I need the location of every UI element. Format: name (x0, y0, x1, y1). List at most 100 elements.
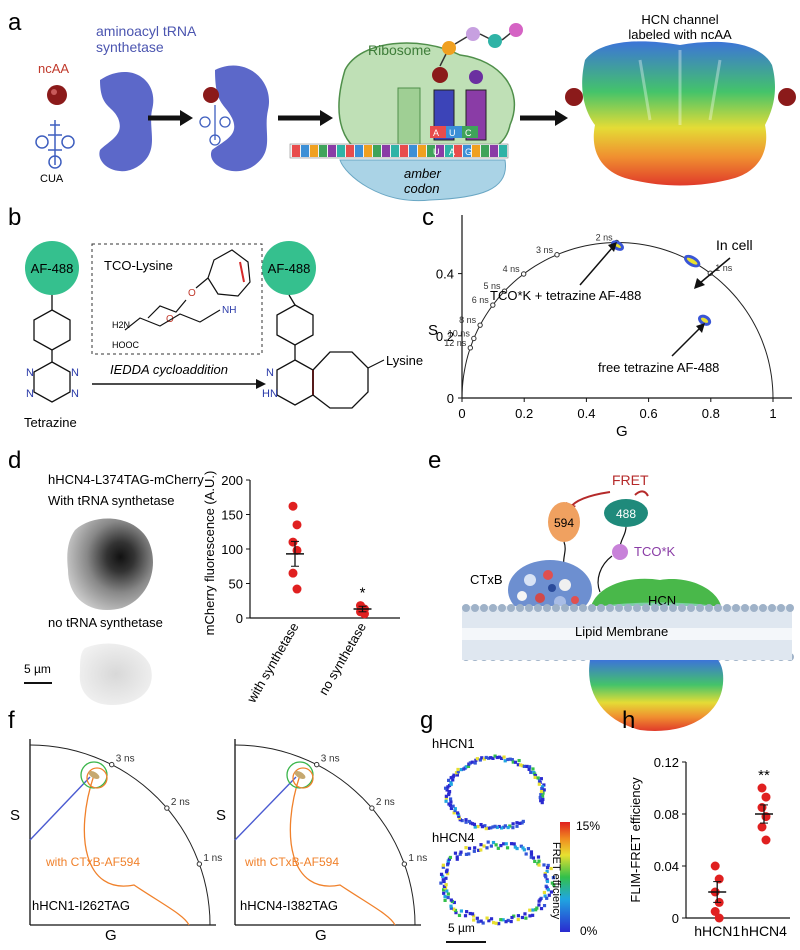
ncaa-bead-bound (203, 87, 219, 103)
tetrazine-ring (33, 361, 71, 403)
trna-slot-e (397, 87, 421, 149)
fret-pixel (479, 848, 483, 852)
significance-mark: ** (758, 767, 770, 784)
c-x-tick-label: 0.2 (515, 406, 533, 421)
dye-488 (604, 499, 648, 527)
fret-pixel (527, 767, 531, 771)
c-x-tick-label: 0.4 (577, 406, 595, 421)
fret-pixel (491, 756, 495, 760)
c-y-tick-label: 0.2 (436, 329, 454, 344)
universal-circle-arc (234, 744, 416, 926)
nucleotide (391, 145, 399, 157)
fret-pixel (516, 763, 520, 767)
fret-pixel (493, 754, 497, 758)
fret-pixel (547, 893, 551, 897)
af488-label: AF-488 (31, 261, 74, 276)
fret-pixel (528, 908, 532, 912)
lifetime-mark (554, 252, 560, 258)
nucleotide (454, 145, 462, 157)
fret-pixel (520, 764, 525, 768)
fret-pixel (446, 861, 450, 865)
annotation-incell: In cell (716, 237, 753, 253)
fret-pixel (456, 770, 460, 774)
fret-pixel (516, 917, 520, 922)
fret-pixel (472, 849, 476, 853)
data-point (761, 835, 771, 845)
fret-pixel (446, 895, 450, 900)
fret-pixel (519, 844, 523, 848)
fret-pixel (524, 852, 528, 856)
fret-pixel (542, 783, 546, 787)
fret-pixel (449, 806, 454, 811)
fret-pixel (448, 855, 453, 860)
fret-pixel (545, 866, 550, 870)
fret-pixel (470, 912, 475, 916)
synthetase-label-line2: synthetase (96, 39, 164, 55)
x-category-label: no synthetase (316, 620, 369, 698)
fret-pixel (506, 757, 510, 762)
carbamate-chain (147, 299, 187, 319)
lifetime-mark-label: 12 ns (444, 338, 467, 348)
fret-pixel (489, 844, 493, 848)
fret-pixel (497, 755, 502, 759)
fret-pixel (460, 818, 464, 823)
fret-pixel (446, 778, 451, 782)
arrowhead-icon (256, 379, 266, 389)
fret-pixel (472, 914, 476, 918)
nucleotide (418, 145, 426, 157)
fret-pixel (484, 827, 488, 831)
fret-pixel (529, 853, 534, 857)
c-y-tick-label: 0.4 (436, 267, 454, 282)
fret-pixel (516, 914, 521, 918)
universal-circle-arc (29, 744, 211, 926)
fret-pixel (443, 898, 447, 902)
data-point (710, 907, 720, 916)
lipid-head (642, 604, 650, 612)
arrowhead-icon (555, 110, 568, 126)
g-hcn4-label: hHCN4 (432, 830, 475, 845)
fret-pixel (491, 840, 496, 845)
fret-pixel (466, 764, 471, 768)
fret-pixel (479, 843, 483, 847)
fret-pixel (531, 913, 535, 917)
fret-pixel (529, 855, 533, 859)
fret-pixel (453, 807, 457, 811)
fret-pixel (528, 914, 532, 918)
fret-pixel (543, 871, 547, 876)
fret-pixel (454, 771, 459, 775)
panel-label-d: d (8, 447, 21, 474)
fret-pixel (475, 757, 480, 761)
panel-a: a ncAA aminoacyl tRNA synthetase CUA Rib… (8, 9, 796, 202)
nucleotide (301, 145, 309, 157)
fret-pixel (485, 916, 489, 920)
fret-pixel (518, 821, 522, 825)
fret-pixel (536, 776, 540, 780)
fret-pixel (538, 780, 542, 785)
fret-pixel (459, 909, 464, 913)
lifetime-mark-label: 2 ns (376, 797, 395, 808)
fret-pixel (531, 908, 535, 912)
fret-pixel (484, 755, 488, 760)
arrowhead-icon (180, 110, 193, 126)
fret-pixel (444, 799, 448, 803)
fret-pixel (499, 918, 503, 922)
lipid-head (480, 604, 488, 612)
fret-pixel (497, 922, 501, 926)
codon-top-1: A (433, 128, 439, 138)
fret-pixel (444, 794, 448, 798)
nucleotide (319, 145, 327, 157)
nascent-peptide (439, 23, 523, 67)
fret-pixel (505, 846, 510, 850)
data-point (288, 568, 298, 578)
fret-pixel (448, 797, 453, 801)
fret-pixel (502, 842, 506, 846)
fret-pixel (464, 846, 468, 850)
nucleotide (310, 145, 318, 157)
lipid-head (669, 604, 677, 612)
fret-vector (29, 776, 91, 841)
nucleotide (463, 145, 471, 157)
ribosome-label: Ribosome (368, 42, 431, 58)
fret-pixel (537, 863, 541, 867)
fret-pixel (479, 919, 483, 923)
